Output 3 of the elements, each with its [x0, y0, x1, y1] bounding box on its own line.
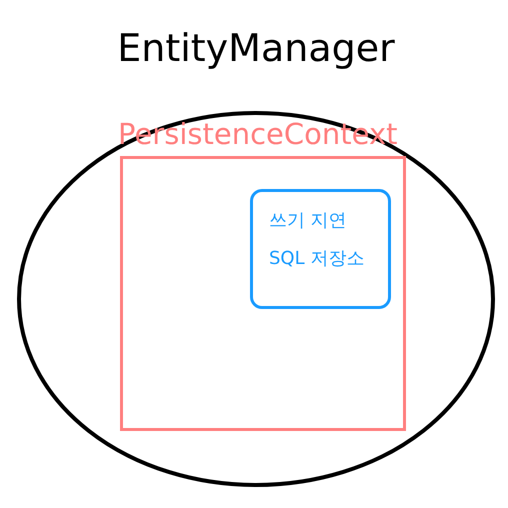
- rounded-box: [250, 189, 391, 309]
- box-text: 쓰기 지연 SQL 저장소: [269, 209, 366, 271]
- title: EntityManager: [116, 25, 396, 72]
